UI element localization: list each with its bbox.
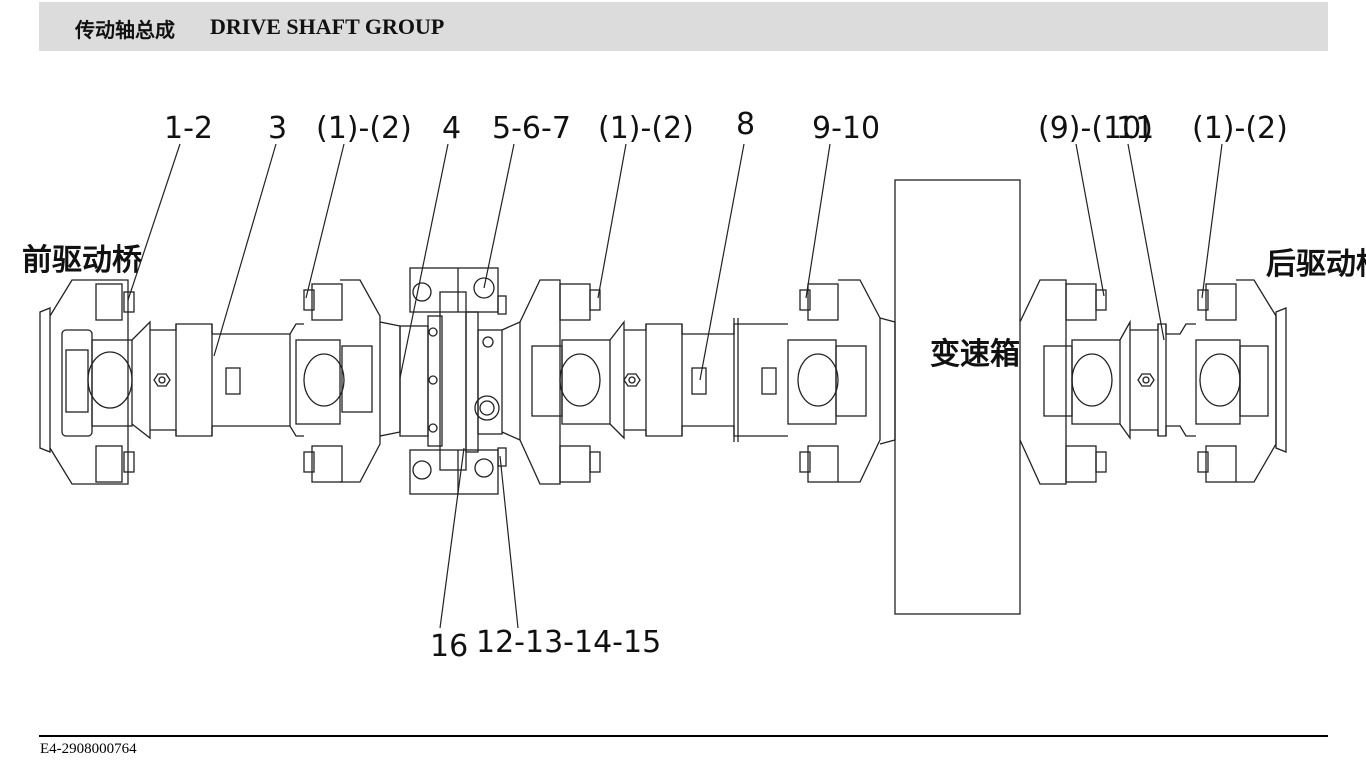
callout-5-6-7: 5-6-7 xyxy=(492,111,571,146)
callout-1-2-paren-b: (1)-(2) xyxy=(598,111,694,146)
header-bar: 传动轴总成 DRIVE SHAFT GROUP xyxy=(39,2,1328,51)
leader-lines xyxy=(127,143,1223,629)
gearbox-box xyxy=(894,179,1021,615)
yoke-9-10 xyxy=(787,279,896,483)
yoke-1 xyxy=(295,279,401,483)
callout-1-2-paren-a: (1)-(2) xyxy=(316,111,412,146)
callout-1-2: 1-2 xyxy=(164,111,213,146)
front-axle-label: 前驱动桥 xyxy=(22,243,142,278)
callout-16: 16 xyxy=(430,629,468,664)
header-title-en: DRIVE SHAFT GROUP xyxy=(210,14,445,39)
callout-8: 8 xyxy=(736,107,755,142)
callout-9-10-paren: (9)-(10) xyxy=(1038,111,1153,146)
rear-axle-label: 后驱动桥 xyxy=(1266,247,1366,282)
callout-9-10: 9-10 xyxy=(812,111,880,146)
center-bearing-support xyxy=(399,267,521,495)
front-axle-flange xyxy=(39,279,151,485)
gearbox-label: 变速箱 xyxy=(930,337,1020,372)
yoke-9-10-rear xyxy=(1019,279,1131,485)
footer-rule xyxy=(39,735,1328,737)
rear-axle-flange xyxy=(1195,279,1287,483)
header-title-cn: 传动轴总成 xyxy=(75,18,175,42)
shaft-11 xyxy=(1130,323,1196,437)
callout-1-2-paren-c: (1)-(2) xyxy=(1192,111,1288,146)
callout-3: 3 xyxy=(268,111,287,146)
footer-code: E4-2908000764 xyxy=(40,741,137,757)
shaft-8 xyxy=(623,318,788,442)
shaft-3 xyxy=(150,323,304,437)
callout-11: 11 xyxy=(1116,111,1154,146)
callout-12-13-14-15: 12-13-14-15 xyxy=(476,625,661,660)
yoke-2 xyxy=(519,279,625,485)
callout-4: 4 xyxy=(442,111,461,146)
